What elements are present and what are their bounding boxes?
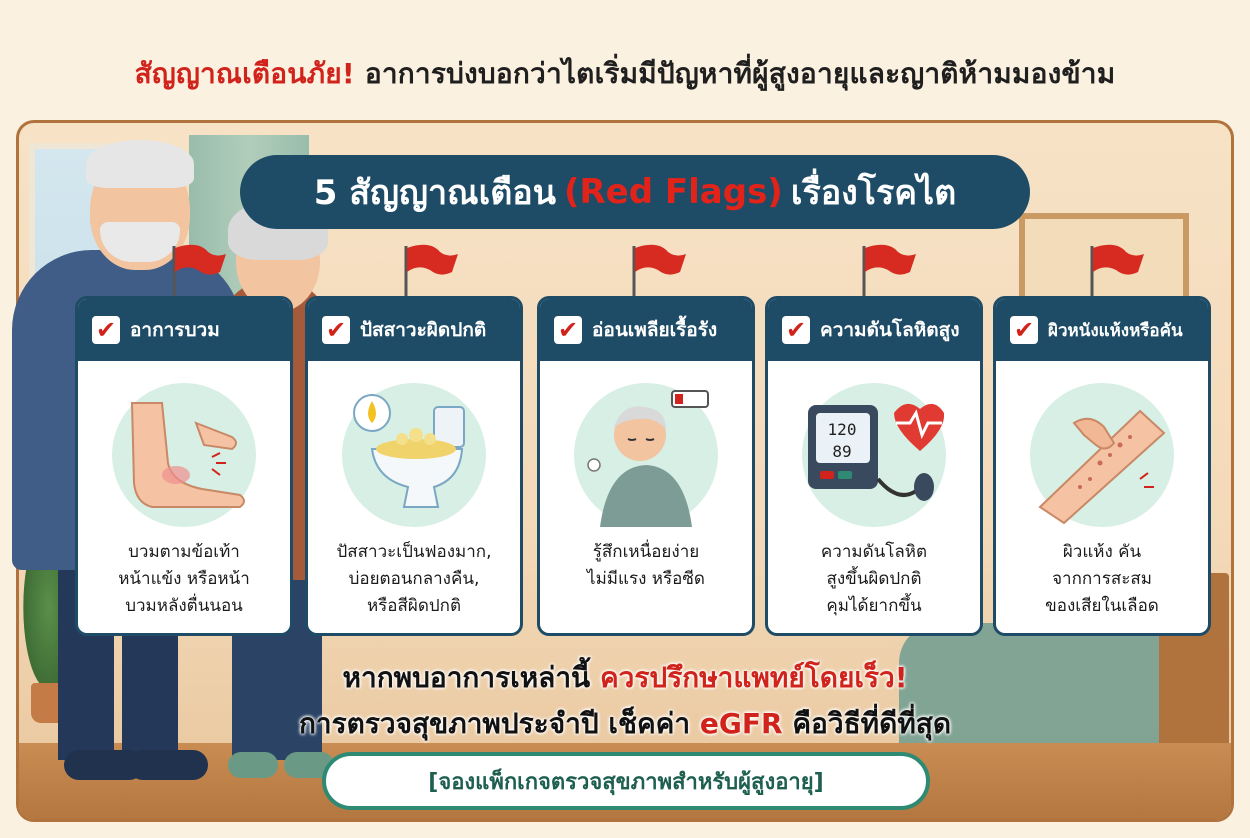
symptom-card-itchy-skin: ✔ ผิวหนังแห้งหรือคัน ผิวแห้ง คัน จากการส… xyxy=(993,296,1211,636)
card-label: อาการบวม xyxy=(130,319,220,341)
card-header: ✔ ปัสสาวะผิดปกติ xyxy=(308,299,520,361)
call-to-action-line-2: การตรวจสุขภาพประจำปี เช็คค่า eGFR คือวิธ… xyxy=(0,702,1250,746)
page-headline: สัญญาณเตือนภัย! อาการบ่งบอกว่าไตเริ่มมีป… xyxy=(0,52,1250,96)
title-banner: 5 สัญญาณเตือน (Red Flags) เรื่องโรคไต xyxy=(240,155,1030,229)
checkbox-icon: ✔ xyxy=(1010,316,1038,344)
description-line: คุมได้ยากขึ้น xyxy=(826,596,922,616)
description-line: รู้สึกเหนื่อยง่าย xyxy=(592,542,700,562)
card-header: ✔ อ่อนเพลียเรื้อรัง xyxy=(540,299,752,361)
card-description: ผิวแห้ง คัน จากการสะสม ของเสียในเลือด xyxy=(1002,539,1202,620)
itchy-skin-icon xyxy=(1030,383,1174,527)
card-header: ✔ ผิวหนังแห้งหรือคัน xyxy=(996,299,1208,361)
description-line: ไม่มีแรง หรือซีด xyxy=(587,569,705,589)
cta-highlight: eGFR xyxy=(699,707,783,740)
cta-highlight: ควรปรึกษาแพทย์โดยเร็ว! xyxy=(599,661,908,694)
card-header: ✔ อาการบวม xyxy=(78,299,290,361)
checkbox-icon: ✔ xyxy=(554,316,582,344)
card-description: บวมตามข้อเท้า หน้าแข้ง หรือหน้า บวมหลังต… xyxy=(84,539,284,620)
headline-text: อาการบ่งบอกว่าไตเริ่มมีปัญหาที่ผู้สูงอาย… xyxy=(364,57,1116,90)
symptom-card-urine: ✔ ปัสสาวะผิดปกติ ปัสสาวะเป็นฟองมาก, บ่อย… xyxy=(305,296,523,636)
description-line: ของเสียในเลือด xyxy=(1045,596,1159,616)
card-header: ✔ ความดันโลหิตสูง xyxy=(768,299,980,361)
cta-text: การตรวจสุขภาพประจำปี เช็คค่า xyxy=(298,707,691,740)
card-description: รู้สึกเหนื่อยง่าย ไม่มีแรง หรือซีด xyxy=(546,539,746,593)
card-label: อ่อนเพลียเรื้อรัง xyxy=(592,319,718,341)
call-to-action-line-1: หากพบอาการเหล่านี้ ควรปรึกษาแพทย์โดยเร็ว… xyxy=(0,656,1250,700)
description-line: หรือสีผิดปกติ xyxy=(366,596,462,616)
title-suffix: เรื่องโรคไต xyxy=(790,173,957,213)
swollen-foot-icon xyxy=(112,383,256,527)
book-checkup-button[interactable]: [จองแพ็กเกจตรวจสุขภาพสำหรับผู้สูงอายุ] xyxy=(322,752,930,810)
description-line: ผิวแห้ง คัน xyxy=(1062,542,1142,562)
description-line: ปัสสาวะเป็นฟองมาก, xyxy=(336,542,492,562)
card-label: ปัสสาวะผิดปกติ xyxy=(360,319,487,341)
diastolic-reading: 89 xyxy=(832,442,851,461)
symptom-card-swelling: ✔ อาการบวม บวมตามข้อเท้า หน้าแข้ง หรือหน… xyxy=(75,296,293,636)
description-line: บวมหลังตื่นนอน xyxy=(125,596,243,616)
cta-text: คือวิธีที่ดีที่สุด xyxy=(792,707,952,740)
checkbox-icon: ✔ xyxy=(92,316,120,344)
title-highlight: (Red Flags) xyxy=(563,172,783,212)
card-label: ความดันโลหิตสูง xyxy=(820,319,960,341)
card-label: ผิวหนังแห้งหรือคัน xyxy=(1048,320,1183,341)
symptom-card-fatigue: ✔ อ่อนเพลียเรื้อรัง รู้สึกเหนื่อยง่าย ไม… xyxy=(537,296,755,636)
description-line: หน้าแข้ง หรือหน้า xyxy=(118,569,250,589)
description-line: จากการสะสม xyxy=(1052,569,1152,589)
symptom-card-blood-pressure: ✔ ความดันโลหิตสูง 120 89 ความดันโลหิต สู… xyxy=(765,296,983,636)
description-line: บ่อยตอนกลางคืน, xyxy=(348,569,480,589)
checkbox-icon: ✔ xyxy=(782,316,810,344)
toilet-icon xyxy=(342,383,486,527)
card-description: ปัสสาวะเป็นฟองมาก, บ่อยตอนกลางคืน, หรือส… xyxy=(314,539,514,620)
headline-alert: สัญญาณเตือนภัย! xyxy=(134,57,355,90)
card-description: ความดันโลหิต สูงขึ้นผิดปกติ คุมได้ยากขึ้… xyxy=(774,539,974,620)
systolic-reading: 120 xyxy=(828,420,857,439)
title-prefix: 5 สัญญาณเตือน xyxy=(313,173,556,213)
tired-elder-icon xyxy=(574,383,718,527)
description-line: สูงขึ้นผิดปกติ xyxy=(826,569,922,589)
description-line: ความดันโลหิต xyxy=(820,542,928,562)
description-line: บวมตามข้อเท้า xyxy=(128,542,240,562)
checkbox-icon: ✔ xyxy=(322,316,350,344)
blood-pressure-monitor-icon: 120 89 xyxy=(802,383,946,527)
cta-text: หากพบอาการเหล่านี้ xyxy=(342,661,591,694)
